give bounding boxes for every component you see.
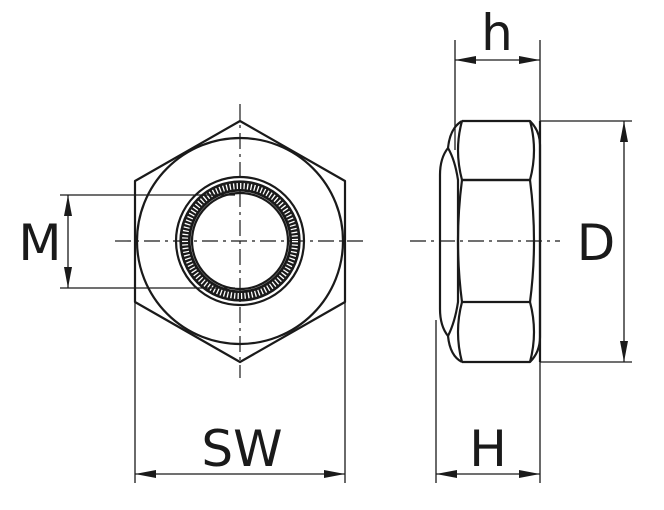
hex-face-bottom (456, 301, 536, 363)
nylon-insert-texture (182, 183, 298, 299)
d-label: D (577, 214, 616, 272)
d-arrow-bottom (620, 341, 628, 362)
front-view: M SW (18, 104, 368, 483)
side-view: h D H (410, 4, 632, 483)
m-arrow-top (64, 195, 72, 216)
m-arrow-bottom (64, 267, 72, 288)
h-arrow-right (519, 56, 540, 64)
sw-label: SW (201, 420, 282, 478)
sw-arrow-right (324, 470, 345, 478)
m-label: M (18, 214, 61, 272)
hexagon-outline (133, 119, 347, 364)
insert-outer-edge (179, 180, 301, 302)
big-h-label: H (469, 420, 507, 478)
chamfer-circle (135, 136, 345, 346)
h-small-label: h (481, 4, 513, 62)
big-h-arrow-right (519, 470, 540, 478)
collar-outline (447, 147, 460, 337)
insert-inner-edge (189, 190, 291, 292)
insert-outer-circle (174, 175, 306, 307)
sw-arrow-left (135, 470, 156, 478)
d-arrow-top (620, 121, 628, 142)
bore-circle (190, 191, 290, 291)
h-arrow-left (455, 56, 476, 64)
big-h-arrow-left (436, 470, 457, 478)
hex-face-top (456, 120, 536, 182)
